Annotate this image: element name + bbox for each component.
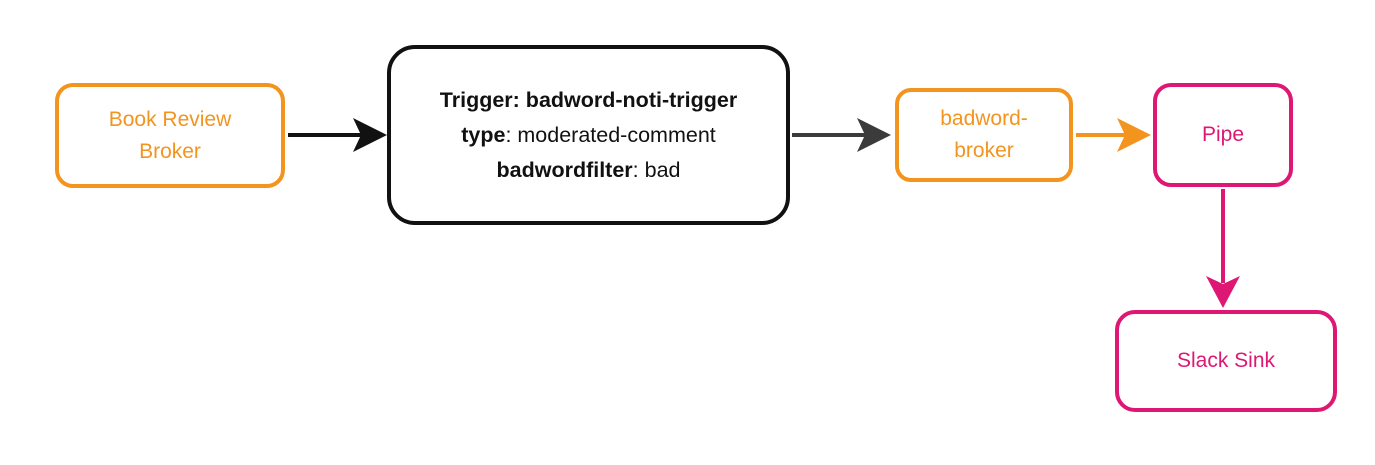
- node-pipe: Pipe: [1153, 83, 1293, 187]
- edge-pipe-to-slack-sink: [1206, 189, 1240, 308]
- node-label-line: badword-: [940, 107, 1028, 130]
- trigger-line-name: Trigger: badword-noti-trigger: [440, 83, 737, 118]
- arrowhead-icon: [857, 118, 891, 152]
- node-label: Pipe: [1201, 123, 1245, 146]
- trigger-filter-key: badwordfilter: [496, 157, 633, 182]
- node-slack-sink: Slack Sink: [1115, 310, 1337, 412]
- arrowhead-icon: [1206, 276, 1240, 308]
- trigger-line-filter: badwordfilter: bad: [497, 153, 681, 188]
- arrowhead-icon: [353, 118, 387, 152]
- trigger-filter-value: : bad: [632, 157, 681, 182]
- node-label-line: Broker: [139, 139, 201, 163]
- trigger-type-key: type: [461, 122, 506, 147]
- node-label-line: Book Review: [108, 107, 232, 131]
- node-book-review-broker: Book Review Broker: [55, 83, 285, 188]
- node-label-line: broker: [954, 139, 1014, 162]
- trigger-name-bold: Trigger: badword-noti-trigger: [439, 87, 738, 112]
- edge-book-review-broker-to-trigger: [288, 118, 387, 152]
- edge-trigger-to-badword-broker: [792, 118, 891, 152]
- node-badword-broker: badword- broker: [895, 88, 1073, 182]
- trigger-line-type: type: moderated-comment: [461, 118, 716, 153]
- edge-badword-broker-to-pipe: [1076, 118, 1151, 152]
- arrowhead-icon: [1117, 118, 1151, 152]
- node-trigger: Trigger: badword-noti-trigger type: mode…: [387, 45, 790, 225]
- node-label: Slack Sink: [1176, 349, 1276, 372]
- trigger-type-value: : moderated-comment: [505, 122, 716, 147]
